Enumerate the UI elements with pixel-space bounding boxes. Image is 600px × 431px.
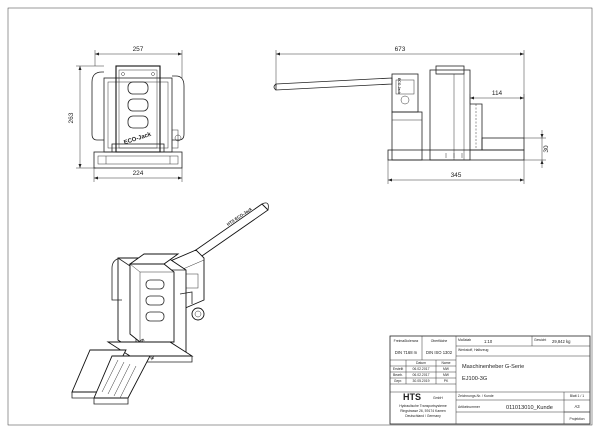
material-label: Werkstoff, Halbzeug: [458, 348, 489, 352]
surface-label: Oberfläche: [431, 339, 448, 343]
drawing-frame: [7, 7, 593, 426]
article-label: Artikelnummer: [458, 405, 481, 409]
col-date-header: Datum: [416, 361, 426, 365]
dim-front-width-bottom: 224: [133, 170, 144, 177]
col-name-header: Name: [441, 361, 450, 365]
drawing-title: Maschinenheber G-Serie: [462, 364, 524, 370]
format-value: A3: [574, 404, 580, 409]
row-edited-label: Bearb.: [393, 373, 403, 377]
row-edited-date: 06.02.2017: [413, 373, 430, 377]
dim-side-toe-length: 114: [492, 90, 503, 97]
row-edited-name: MW: [443, 373, 450, 377]
side-view: 673 ECO-Jack 114: [273, 46, 550, 184]
front-view: 257 263 ECO-Jack: [68, 46, 185, 182]
isometric-view: HTS ECO-Jack ECO-Jack: [71, 202, 269, 405]
weight-label: Gewicht: [534, 338, 546, 342]
drawing-subtitle: EJ100-3G: [462, 376, 487, 382]
dim-side-toe-height: 30: [543, 145, 550, 153]
side-view-eco-jack-label: ECO-Jack: [397, 78, 401, 94]
dim-side-overall-length: 673: [395, 46, 406, 53]
tolerance-value: DIN 7168 m: [395, 350, 418, 355]
title-block: Freimaßtoleranz DIN 7168 m Oberfläche DI…: [389, 335, 591, 425]
projection-label: Projektion: [569, 417, 584, 421]
side-handle-lever: [275, 77, 393, 91]
weight-value: 29,842 kg: [552, 339, 571, 344]
company-line-3: Deutschland / Germany: [405, 414, 441, 418]
scale-value: 1:10: [484, 339, 493, 344]
row-checked-name: PK: [444, 379, 449, 383]
row-created-name: MW: [443, 367, 450, 371]
dim-side-base-length: 345: [451, 172, 462, 179]
article-value: 011013010_Kunde: [506, 405, 553, 411]
row-checked-label: Gepr.: [394, 379, 402, 383]
scale-label: Maßstab: [458, 338, 471, 342]
company-line-2: Ringstrasse 26, 59174 Kamen: [400, 409, 446, 413]
tolerance-label: Freimaßtoleranz: [394, 339, 419, 343]
company-suffix: GmbH: [433, 396, 443, 400]
row-created-label: Erstellt: [393, 367, 403, 371]
row-created-date: 06.02.2017: [413, 367, 430, 371]
sheet-label: Blatt 1 / 1: [570, 394, 584, 398]
company-logo-name: HTS: [403, 392, 421, 402]
dim-front-width-top: 257: [133, 46, 144, 53]
row-checked-date: 30.05.2019: [413, 379, 430, 383]
dim-front-height: 263: [68, 112, 75, 123]
surface-value: DIN ISO 1302: [426, 350, 453, 355]
drawing-number-label: Zeichnungs-Nr. / Kunde: [458, 394, 494, 398]
company-line-1: Hydraulische Transportsysteme: [399, 404, 447, 408]
